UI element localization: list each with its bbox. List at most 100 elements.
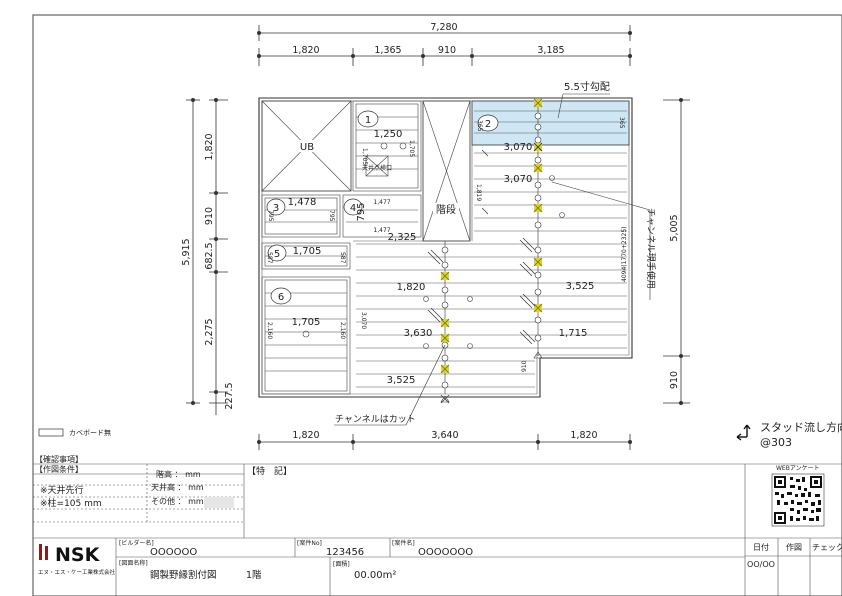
title-block <box>33 463 842 596</box>
room-6-length: 1,705 <box>292 317 321 328</box>
tb-drawing-label: [図面名称] <box>119 559 148 567</box>
room-ub <box>261 100 352 192</box>
bottom-dimensions <box>256 434 633 450</box>
dim-bottom-3: 1,820 <box>570 430 597 441</box>
tb-check-header: チェック <box>812 543 842 552</box>
tb-conditions: 【作図条件】 <box>35 464 83 474</box>
tb-case-name-label: [案件名] <box>392 539 415 547</box>
dim-top-3: 910 <box>438 45 456 56</box>
right-dimensions <box>663 98 690 405</box>
hanger-markers <box>423 175 565 349</box>
room-3 <box>261 194 341 238</box>
ceiling-hatch-label: 天井点検口 <box>362 164 392 172</box>
room-1-side-a: 1,705 <box>361 148 368 165</box>
dim-right-2: 910 <box>669 371 680 389</box>
company-name: エヌ・エス・ケー工業株式会社 <box>38 568 116 576</box>
tb-date-header: 日付 <box>753 542 769 552</box>
room-3-length: 1,478 <box>288 197 317 208</box>
room-5-side-b: 587 <box>339 252 346 264</box>
tb-draw-header: 作図 <box>786 542 802 552</box>
tb-confirm: 【確認事項】 <box>35 454 83 464</box>
legend-label: カベボード無 <box>69 428 111 437</box>
tb-notes: 【特 記】 <box>247 465 292 477</box>
dim-bottom-1: 1,820 <box>292 430 319 441</box>
dim-right-1: 5,005 <box>669 214 680 241</box>
channel-cut-note: チャンネルはカット <box>335 414 416 425</box>
room-1-length: 1,250 <box>374 129 403 140</box>
tb-floor: 1階 <box>246 570 262 581</box>
tb-web-survey: WEBアンケート <box>776 465 820 472</box>
dim-top-1: 1,820 <box>292 45 319 56</box>
dim-bottom-2: 3,640 <box>431 430 458 441</box>
tb-ceiling-first: ※天井先行 <box>40 484 84 496</box>
room-6 <box>261 276 351 395</box>
top-dimensions <box>256 25 633 66</box>
room-3-side-b: 795 <box>328 210 335 222</box>
room-1-side-b: 1,705 <box>408 140 415 157</box>
tb-date: OO/OO <box>747 560 775 569</box>
channel-use-note: チャンネル現手使用 <box>645 208 657 289</box>
tb-drawing: 鋼製野縁割付図 <box>150 569 217 581</box>
stud-direction-label: スタッド流し方向 <box>760 420 842 434</box>
room-2-side-a: 365 <box>476 120 483 132</box>
room-5-number: 5 <box>274 249 280 260</box>
label-3070-v: 3,070 <box>360 312 367 329</box>
room-5-length: 1,705 <box>293 246 322 257</box>
room-4-c: 1,477 <box>373 227 390 234</box>
label-1820: 1,820 <box>397 282 426 293</box>
tb-builder: OOOOOO <box>150 547 197 558</box>
dim-left-2: 910 <box>204 207 215 225</box>
stud-direction-icon <box>736 424 751 441</box>
qr-code-icon <box>771 473 825 527</box>
dim-top-2: 1,365 <box>374 45 401 56</box>
dim-left-1: 1,820 <box>204 133 215 160</box>
tb-case-no: 123456 <box>326 547 364 558</box>
label-3525-a: 3,525 <box>566 281 595 292</box>
room-2-number: 2 <box>485 119 491 130</box>
room-6-side-a: 2,160 <box>266 322 273 339</box>
room-4-a: 1,477 <box>373 199 390 206</box>
label-3070-b: 3,070 <box>504 174 533 185</box>
label-3630: 3,630 <box>404 328 433 339</box>
tb-area: 00.00m² <box>354 570 396 581</box>
room-5-side-a: 587 <box>266 252 273 264</box>
label-3525-b: 3,525 <box>387 375 416 386</box>
left-dimensions <box>186 98 228 415</box>
channel-line-a <box>534 112 542 342</box>
tb-other: その他 ： mm <box>151 496 204 506</box>
label-1715: 1,715 <box>559 328 588 339</box>
label-4094: 4094(1770+2325) <box>621 226 628 282</box>
tb-floor-height: 階高 ： mm <box>156 469 201 479</box>
room-6-number: 6 <box>278 292 284 303</box>
dim-left-4: 2,275 <box>204 318 215 345</box>
room-2-side-b: 365 <box>618 117 625 129</box>
room-4-number: 4 <box>350 203 356 214</box>
tb-case-no-label: [案件No] <box>297 539 322 547</box>
room-3-side-a: 795 <box>267 210 274 222</box>
dim-left-3: 682.5 <box>204 242 215 269</box>
room-3-number: 3 <box>273 203 279 214</box>
tb-ceiling-height: 天井高 ： mm <box>151 482 204 492</box>
tb-pillar: ※柱=105 mm <box>40 497 102 509</box>
room-4-d: 2,325 <box>388 232 417 243</box>
hatch-marks <box>427 149 536 345</box>
dim-left-total: 5,915 <box>181 238 192 265</box>
label-1819: 1,819 <box>475 184 482 201</box>
dim-top-total: 7,280 <box>430 22 457 33</box>
dim-top-4: 3,185 <box>537 45 564 56</box>
other-input-shade <box>204 497 234 508</box>
tb-builder-label: [ビルダー名] <box>119 539 154 547</box>
dim-left-5: 227.5 <box>224 382 235 409</box>
room-1-number: 1 <box>365 115 371 126</box>
room-stairs-label: 階段 <box>436 203 456 216</box>
x-marks <box>440 142 543 404</box>
tb-area-label: [面積] <box>333 560 350 568</box>
room-4-b: 795 <box>356 202 367 221</box>
room-stairs <box>422 100 471 242</box>
stud-pitch-label: @303 <box>760 436 792 449</box>
legend-swatch <box>38 428 64 437</box>
slope-label: 5.5寸勾配 <box>564 80 610 93</box>
label-910-v: 910 <box>521 360 528 372</box>
